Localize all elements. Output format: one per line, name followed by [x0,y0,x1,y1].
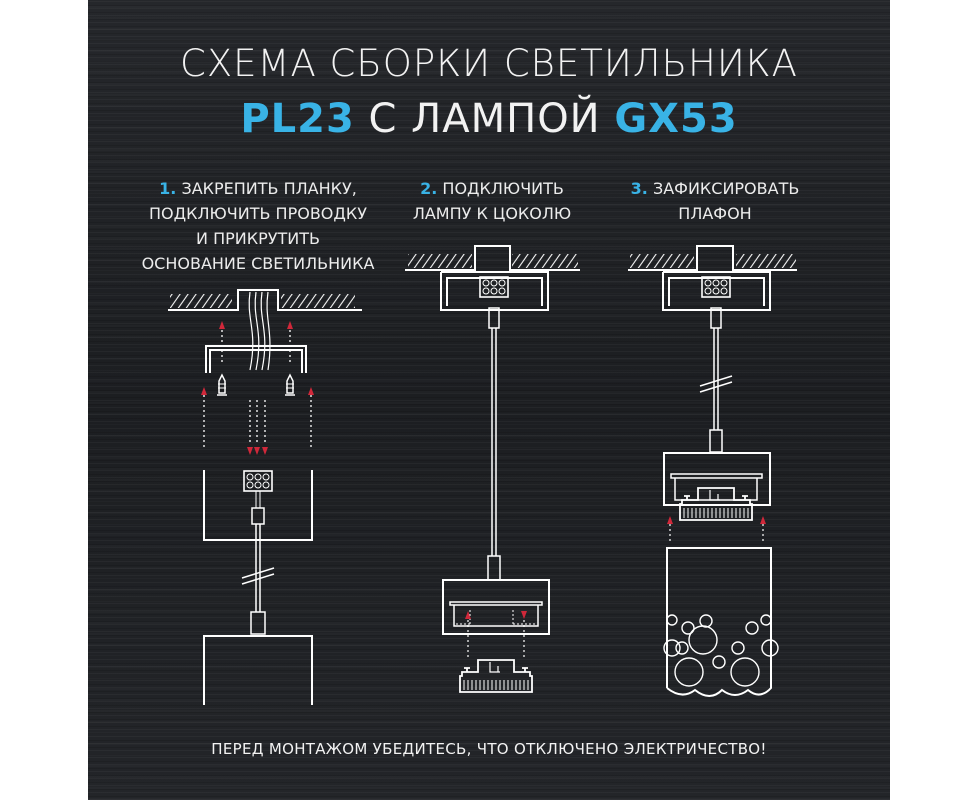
cord [241,491,275,635]
step-2-number: 2. [420,179,438,198]
screw-icon [216,374,228,396]
title-line-2: PL23 С ЛАМПОЙ GX53 [0,96,978,142]
ceiling [405,245,580,271]
step-3-diagram [628,245,797,697]
red-arrow-icons [667,516,766,524]
dashed-arrows [203,330,312,450]
cord [487,307,501,581]
ceiling [628,245,797,271]
model-name: PL23 [240,96,355,142]
title-middle: С ЛАМПОЙ [354,96,615,142]
step-3-text: 3. ЗАФИКСИРОВАТЬ ПЛАФОН [615,176,815,226]
step-3-line: ПЛАФОН [678,204,752,223]
gx53-lamp-icon [459,659,533,693]
step-2-line: ПОДКЛЮЧИТЬ [437,179,564,198]
step-2-text: 2. ПОДКЛЮЧИТЬ ЛАМПУ К ЦОКОЛЮ [392,176,592,226]
title-line-1: СХЕМА СБОРКИ СВЕТИЛЬНИКА [179,42,798,85]
step-1-number: 1. [159,179,177,198]
terminal-block-icon [701,276,731,298]
lamp-base [440,271,549,311]
step-1-line: ЗАКРЕПИТЬ ПЛАНКУ, [176,179,357,198]
red-arrow-icons [201,321,314,455]
cord [699,307,733,453]
background-panel [88,0,890,800]
safety-warning: ПЕРЕД МОНТАЖОМ УБЕДИТЕСЬ, ЧТО ОТКЛЮЧЕНО … [211,740,767,758]
lamp-shade [663,547,779,697]
step-2-diagram [405,245,580,693]
red-arrow-icons [465,611,527,619]
step-3-line: ЗАФИКСИРОВАТЬ [647,179,800,198]
wires-icon [248,291,271,371]
step-2-line: ЛАМПУ К ЦОКОЛЮ [412,204,572,223]
lamp-holder [442,579,550,635]
lamp-holder [663,452,771,506]
step-1-text: 1. ЗАКРЕПИТЬ ПЛАНКУ, ПОДКЛЮЧИТЬ ПРОВОДКУ… [128,176,388,276]
lamp-housing [203,635,313,705]
step-1-diagram [168,289,362,705]
screw-icon [284,374,296,396]
lamp-base [662,271,771,311]
lamp-type: GX53 [614,96,738,142]
mounting-bracket [205,345,307,373]
ceiling [168,289,362,311]
dashed-arrows [669,524,764,542]
terminal-block-icon [243,470,273,492]
dashed-arrows [467,620,525,660]
lamp-base [203,470,313,541]
step-1-line: ОСНОВАНИЕ СВЕТИЛЬНИКА [141,254,375,273]
step-1-line: ПОДКЛЮЧИТЬ ПРОВОДКУ [148,204,367,223]
step-3-number: 3. [630,179,648,198]
step-1-line: И ПРИКРУТИТЬ [196,229,320,248]
terminal-block-icon [479,276,509,298]
